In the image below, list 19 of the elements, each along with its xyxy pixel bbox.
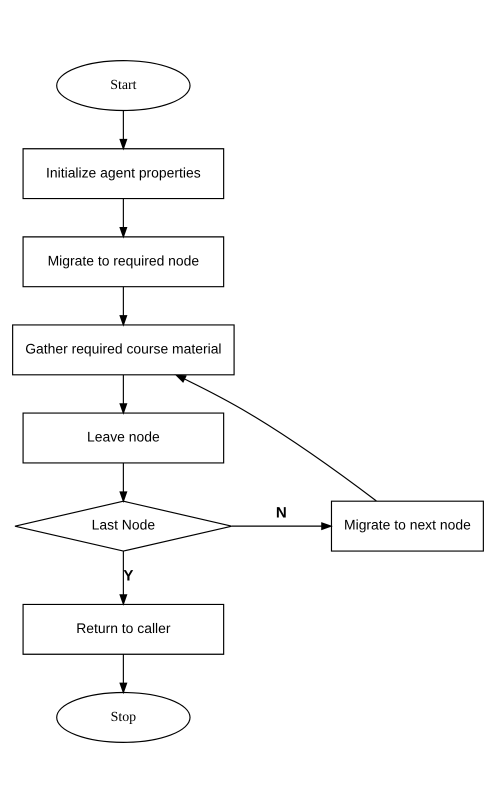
node-ellipse: Start bbox=[56, 60, 191, 111]
node-box: Leave node bbox=[22, 412, 224, 464]
arrow bbox=[174, 374, 377, 501]
arrow bbox=[119, 110, 128, 150]
arrow bbox=[119, 462, 128, 502]
node-box: Initialize agent properties bbox=[22, 148, 224, 199]
node-diamond: Last Node bbox=[14, 500, 232, 552]
node-box: Gather required course material bbox=[12, 324, 235, 375]
arrow bbox=[119, 374, 128, 414]
arrow bbox=[119, 198, 128, 238]
node-box: Migrate to required node bbox=[22, 236, 224, 287]
node-box: Migrate to next node bbox=[330, 500, 484, 552]
arrow bbox=[119, 550, 128, 606]
node-box: Return to caller bbox=[22, 603, 224, 654]
arrow bbox=[232, 522, 333, 530]
edge-label: N bbox=[276, 504, 287, 521]
node-ellipse: Stop bbox=[56, 691, 191, 742]
arrow bbox=[119, 286, 128, 326]
arrow bbox=[119, 654, 128, 694]
